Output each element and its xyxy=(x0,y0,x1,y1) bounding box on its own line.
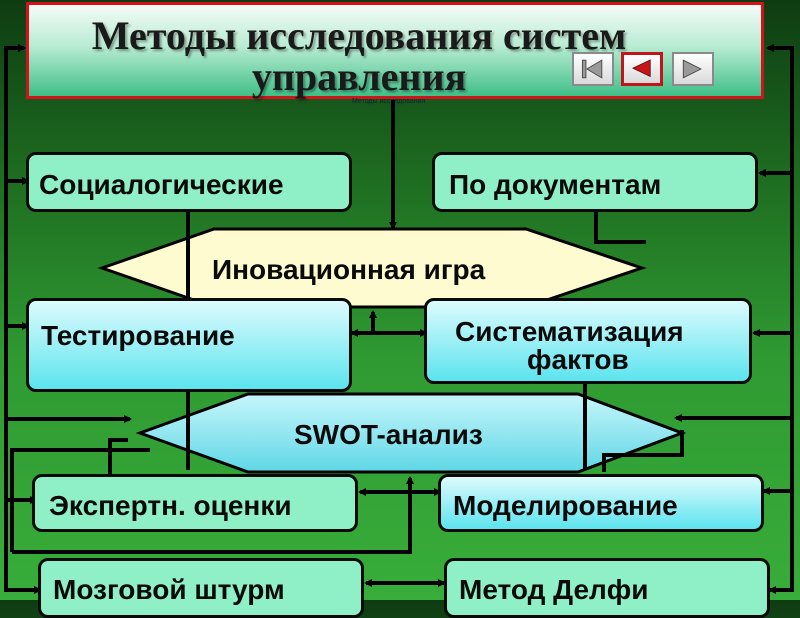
inner-loop-right xyxy=(602,430,684,472)
sociological-box: Социалогические xyxy=(26,152,352,212)
testing-box: Тестирование xyxy=(26,298,352,392)
systematization-box: Систематизация фактов xyxy=(424,298,752,384)
previous-slide-button[interactable] xyxy=(621,52,663,86)
caption-label: Методы исследования xyxy=(352,98,426,105)
right-bus-line xyxy=(766,44,794,594)
connectors-layer xyxy=(4,44,794,594)
documents-label: По документам xyxy=(449,169,662,200)
systematization-line-2: фактов xyxy=(527,344,629,375)
modeling-label: Моделирование xyxy=(453,490,678,521)
documents-box: По документам xyxy=(432,152,758,212)
triangle-right-icon xyxy=(682,59,702,79)
left-bus-line xyxy=(4,44,42,594)
triangle-left-icon xyxy=(631,59,651,78)
modeling-box: Моделирование xyxy=(438,474,764,532)
outer-loop xyxy=(10,448,410,554)
title-line-1: Методы исследования систем xyxy=(91,13,627,58)
expert-label: Экспертн. оценки xyxy=(49,490,292,521)
delphi-box: Метод Делфи xyxy=(444,558,770,618)
expert-box: Экспертн. оценки xyxy=(32,474,358,532)
next-slide-button[interactable] xyxy=(672,52,714,86)
testing-label: Тестирование xyxy=(41,320,235,351)
innovation-game-label: Иновационная игра xyxy=(212,254,486,285)
brainstorm-box: Мозговой штурм xyxy=(38,558,364,618)
systematization-line-1: Систематизация xyxy=(455,316,684,347)
swot-label: SWOT-анализ xyxy=(294,419,483,450)
slide-title: Методы исследования систем управления xyxy=(29,15,689,97)
title-line-2: управления xyxy=(251,54,467,99)
sociological-label: Социалогические xyxy=(39,169,284,200)
delphi-label: Метод Делфи xyxy=(459,574,649,605)
first-slide-button[interactable] xyxy=(572,52,614,86)
brainstorm-label: Мозговой штурм xyxy=(53,574,285,605)
title-banner: Методы исследования систем управления xyxy=(26,2,764,99)
documents-connector xyxy=(594,210,646,244)
skip-back-icon xyxy=(581,59,603,79)
